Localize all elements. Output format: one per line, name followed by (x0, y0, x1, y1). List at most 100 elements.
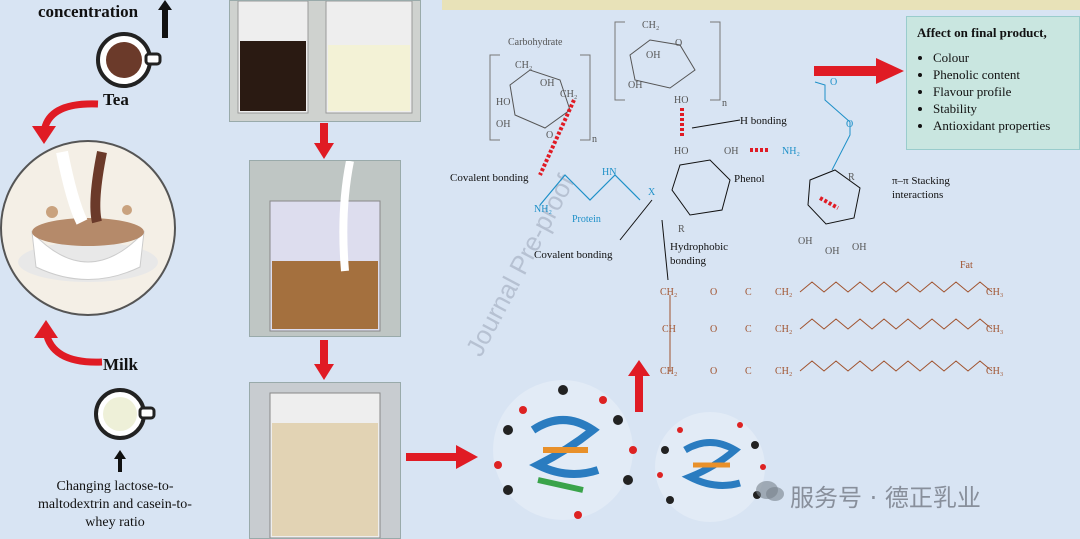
effects-heading: Affect on final product, (917, 25, 1047, 40)
oh-label-right-3: OH (852, 242, 866, 253)
covalent-bond-line-1 (538, 99, 576, 176)
protein-label: Protein (572, 214, 601, 225)
milk-label: Milk (103, 355, 138, 374)
ch2-fat-chain-3: CH₂ (775, 366, 792, 377)
pi-stacking-label-line-2: interactions (892, 189, 943, 201)
oh-label-right-2: OH (825, 246, 839, 257)
aromatic-ring-right (807, 169, 861, 225)
ch2-fat-chain-2: CH₂ (775, 324, 792, 335)
effect-item: Phenolic content (933, 66, 1073, 83)
x-label: X (648, 187, 656, 198)
pouring-milk-photo (249, 160, 401, 337)
c-fat-3: C (745, 366, 752, 377)
ho-label-carb: HO (496, 97, 510, 108)
right-arrow-to-effects-icon (814, 58, 904, 88)
tea-label: Tea (103, 90, 129, 109)
wechat-logo-icon (755, 478, 785, 508)
o-label-carb-top: O (675, 38, 682, 49)
milk-cup-icon (92, 384, 158, 450)
small-up-arrow-icon (114, 450, 126, 476)
fat-zigzag-3 (799, 360, 993, 372)
ch3-fat-2: CH₃ (986, 324, 1003, 335)
o-label-blue-2: O (846, 119, 853, 130)
r-label-phenol: R (678, 224, 685, 235)
phenol-ring (671, 159, 731, 216)
oh-label-phenol: OH (724, 146, 738, 157)
carbohydrate-label: Carbohydrate (508, 37, 563, 48)
ch3-fat-1: CH₃ (986, 287, 1003, 298)
ch3-fat-3: CH₃ (986, 366, 1003, 377)
down-arrow-1-icon (314, 123, 334, 163)
nh2-label-phenol: NH₂ (782, 146, 800, 157)
up-arrow-icon (158, 0, 172, 38)
oh-label-carb-2: OH (496, 119, 510, 130)
ch2-label-carb-2: CH₂ (560, 89, 577, 100)
fat-chain-row-3: CH₂ O C CH₂ CH₃ (660, 360, 1003, 377)
nh2-label-protein: NH₂ (534, 204, 552, 215)
effect-item: Flavour profile (933, 83, 1073, 100)
oh-label-carb-1: OH (540, 78, 554, 89)
hydrophobic-label-line-2: bonding (670, 255, 707, 267)
ratio-caption-line-3: whey ratio (85, 515, 145, 530)
ch2-fat-chain-1: CH₂ (775, 287, 792, 298)
protein-backbone (539, 174, 641, 206)
right-arrow-to-structure-icon (406, 445, 478, 473)
bracket-left-2 (614, 21, 625, 101)
r-label-right: R (848, 172, 855, 183)
ch2-label-carb: CH₂ (515, 60, 532, 71)
protein-complex-2-image (645, 405, 775, 534)
chemistry-diagram: Carbohydrate CH₂ OH CH₂ HO OH O n Covale… (450, 20, 1003, 377)
c-fat-1: C (745, 287, 752, 298)
n-subscript-carb: n (592, 134, 597, 145)
oh-label-right-1: OH (798, 236, 812, 247)
beakers-photo (229, 0, 421, 122)
oh-label-carb-top-2: OH (628, 80, 642, 91)
ch-fat-2: CH (662, 324, 676, 335)
effects-box: Affect on final product, Colour Phenolic… (906, 16, 1080, 150)
ratio-caption-line-1: Changing lactose-to- (56, 479, 174, 494)
fat-zigzag-1 (799, 281, 993, 293)
protein-complex-1-image (478, 370, 648, 534)
bracket-right-2 (710, 21, 721, 101)
covalent-bonding-label-2: Covalent bonding (534, 249, 613, 261)
o-fat-3: O (710, 366, 717, 377)
o-label-carb: O (546, 130, 553, 141)
ch2-fat-3: CH₂ (660, 366, 677, 377)
ratio-caption: Changing lactose-to- maltodextrin and ca… (10, 478, 220, 532)
h-bonding-label: H bonding (740, 115, 787, 127)
milk-tea-beaker-photo (249, 382, 401, 539)
brand-watermark: 服务号 · 德正乳业 (790, 484, 981, 512)
ratio-caption-line-2: maltodextrin and casein-to- (38, 497, 192, 512)
hydrophobic-pointer (661, 219, 669, 281)
effect-item: Stability (933, 100, 1073, 117)
effect-item: Colour (933, 49, 1073, 66)
fat-chain-row-1: CH₂ O C CH₂ CH₃ (660, 281, 1003, 298)
fat-zigzag-2 (799, 318, 993, 330)
effect-item: Antioxidant properties (933, 117, 1073, 134)
effects-list: Colour Phenolic content Flavour profile … (917, 49, 1073, 134)
phenol-label: Phenol (734, 173, 765, 185)
tea-cup-icon (96, 24, 162, 98)
covalent-bonding-label-1: Covalent bonding (450, 172, 529, 184)
bracket-right (580, 54, 591, 141)
concentration-label: concentration (38, 2, 139, 21)
curved-arrow-top-icon (28, 96, 108, 150)
carbohydrate-ring-2 (629, 39, 696, 89)
h-bonding-pointer (691, 119, 741, 129)
c-fat-2: C (745, 324, 752, 335)
o-label-blue-1: O (830, 77, 837, 88)
hydrophobic-label-line-1: Hydrophobic (670, 241, 728, 253)
o-fat-1: O (710, 287, 717, 298)
ch2-label-carb-top: CH₂ (642, 20, 659, 31)
fat-label: Fat (960, 260, 973, 271)
oh-label-carb-top-1: OH (646, 50, 660, 61)
top-banner (442, 0, 1080, 10)
fat-chain-row-2: CH O C CH₂ CH₃ (662, 318, 1003, 335)
ch2-fat-1: CH₂ (660, 287, 677, 298)
hn-label: HN (602, 167, 616, 178)
curved-arrow-bottom-icon (30, 318, 110, 372)
o-fat-2: O (710, 324, 717, 335)
milk-tea-splash-image (0, 140, 176, 316)
down-arrow-2-icon (314, 340, 334, 384)
ho-label-carb-top: HO (674, 95, 688, 106)
